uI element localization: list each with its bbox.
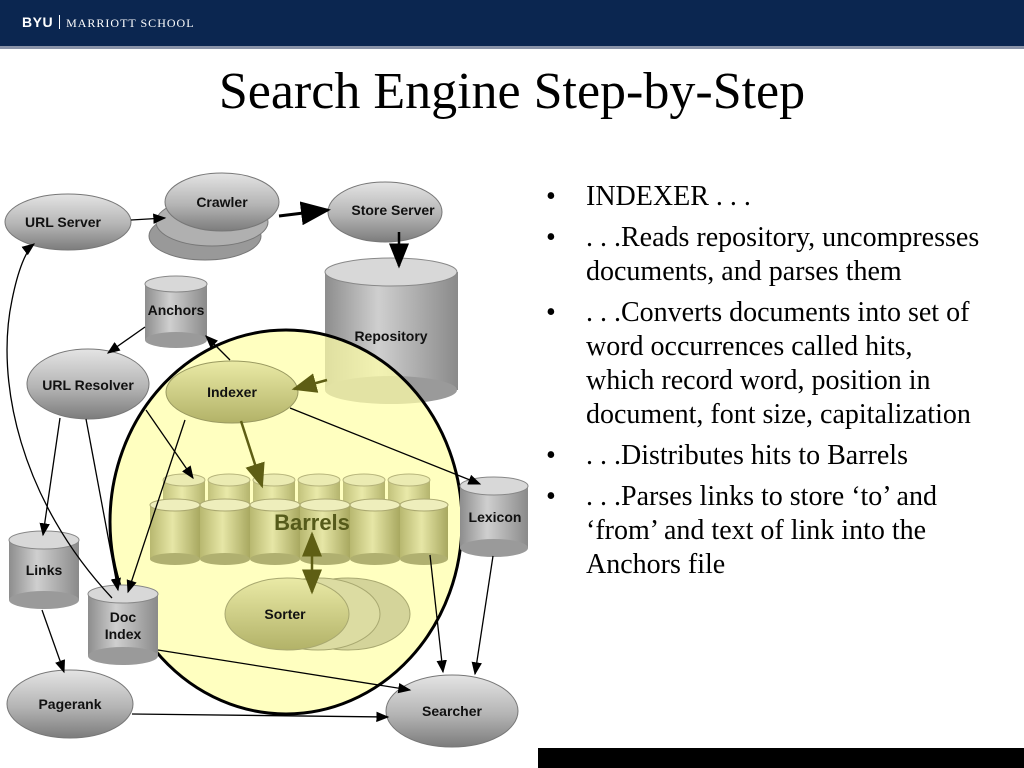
crawler-label: Crawler [196, 194, 248, 210]
bullet-text: INDEXER . . . [586, 181, 751, 212]
url-resolver-node: URL Resolver [26, 348, 150, 420]
bullet-item: • . . .Reads repository, uncompresses doc… [546, 221, 986, 289]
url-server-label: URL Server [25, 214, 102, 230]
search-engine-diagram: Repository URL Server Crawler Store Serv… [4, 172, 529, 748]
pagerank-node: Pagerank [6, 669, 134, 739]
school-logo: BYU MARRIOTT SCHOOL [22, 14, 195, 31]
logo-school: MARRIOTT SCHOOL [66, 16, 195, 30]
bullet-marker: • [546, 297, 556, 328]
indexer-label: Indexer [207, 384, 257, 400]
barrels-node: Barrels [149, 498, 449, 565]
sorter-label: Sorter [264, 606, 306, 622]
indexer-node: Indexer [165, 360, 299, 424]
bullet-marker: • [546, 440, 556, 471]
pagerank-label: Pagerank [38, 696, 101, 712]
doc-index-label-line1: Doc [110, 609, 137, 625]
logo-divider [59, 15, 61, 29]
bullet-marker: • [546, 181, 556, 212]
bullet-list: • INDEXER . . . • . . .Reads repository, u… [546, 180, 986, 589]
diagram-arrows [6, 201, 494, 723]
searcher-node: Searcher [385, 674, 519, 748]
bullet-text: . . .Converts documents into set of word… [586, 297, 971, 430]
sorter-node: Sorter [224, 577, 411, 651]
doc-index-node: Doc Index [87, 584, 159, 665]
logo-brand: BYU [22, 14, 54, 30]
repository-label: Repository [354, 328, 427, 344]
links-label: Links [26, 562, 63, 578]
bullet-item: • INDEXER . . . [546, 180, 986, 214]
bullet-text: . . .Parses links to store ‘to’ and ‘fro… [586, 481, 937, 580]
store-server-label: Store Server [351, 202, 435, 218]
links-node: Links [8, 530, 80, 609]
lexicon-label: Lexicon [469, 509, 522, 525]
anchors-label: Anchors [148, 302, 205, 318]
barrels-label: Barrels [274, 510, 350, 535]
anchors-node: Anchors [144, 275, 208, 348]
bottom-bar [538, 748, 1024, 768]
doc-index-label-line2: Index [105, 626, 142, 642]
searcher-label: Searcher [422, 703, 482, 719]
url-resolver-label: URL Resolver [42, 377, 134, 393]
store-server-node: Store Server [327, 181, 443, 243]
bullet-marker: • [546, 222, 556, 253]
url-server-node: URL Server [4, 193, 132, 251]
bullet-text: . . .Distributes hits to Barrels [586, 440, 908, 471]
bullet-item: • . . .Converts documents into set of wor… [546, 296, 986, 432]
bullet-item: • . . .Distributes hits to Barrels [546, 439, 986, 473]
bullet-marker: • [546, 481, 556, 512]
bullet-text: . . .Reads repository, uncompresses docu… [586, 222, 980, 287]
crawler-node: Crawler [148, 172, 280, 261]
header-bar: BYU MARRIOTT SCHOOL [0, 0, 1024, 49]
slide-title: Search Engine Step-by-Step [218, 63, 806, 120]
bullet-item: • . . .Parses links to store ‘to’ and ‘fr… [546, 480, 986, 582]
lexicon-node: Lexicon [459, 476, 529, 557]
